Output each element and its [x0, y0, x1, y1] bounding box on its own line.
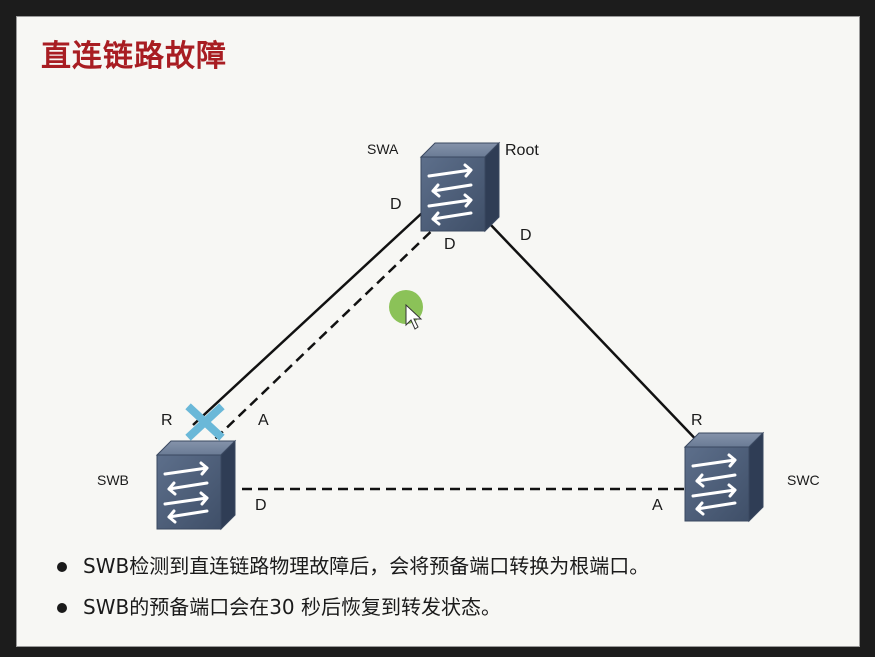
mouse-cursor-icon: [405, 303, 423, 330]
port-swc-root: R: [691, 412, 703, 429]
link-swa-swb-solid: [192, 212, 423, 426]
switch-swa-icon: [419, 141, 501, 233]
topology-diagram: SWA Root SWB SWC D D D R A D R A: [97, 141, 820, 531]
bullet-item: SWB的预备端口会在30 秒后恢复到转发状态。: [57, 594, 649, 620]
link-swa-swc: [488, 222, 706, 450]
swa-role: Root: [505, 142, 539, 159]
port-swb-designated: D: [255, 497, 267, 514]
bullet-text: SWB的预备端口会在30 秒后恢复到转发状态。: [83, 595, 501, 619]
bullet-list: SWB检测到直连链路物理故障后，会将预备端口转换为根端口。 SWB的预备端口会在…: [57, 553, 649, 635]
swc-name: SWC: [787, 472, 820, 488]
port-swb-root: R: [161, 412, 173, 429]
bullet-text: SWB检测到直连链路物理故障后，会将预备端口转换为根端口。: [83, 554, 650, 578]
bullet-item: SWB检测到直连链路物理故障后，会将预备端口转换为根端口。: [57, 553, 649, 579]
port-swa-bottom: D: [444, 236, 456, 253]
slide-title: 直连链路故障: [41, 39, 227, 74]
switch-swb-icon: [155, 439, 237, 531]
port-swb-alternate: A: [258, 412, 269, 429]
link-swa-swb-dashed: [214, 220, 443, 440]
swa-name: SWA: [367, 141, 399, 157]
switch-swc-icon: [683, 431, 765, 523]
port-swa-right: D: [520, 227, 532, 244]
port-swc-alternate: A: [652, 497, 663, 514]
bullet-dot-icon: [57, 603, 67, 613]
port-swa-left: D: [390, 196, 402, 213]
swb-name: SWB: [97, 472, 129, 488]
slide: 直连链路故障: [16, 16, 860, 647]
bullet-dot-icon: [57, 562, 67, 572]
link-fault-x-icon: [185, 403, 225, 441]
